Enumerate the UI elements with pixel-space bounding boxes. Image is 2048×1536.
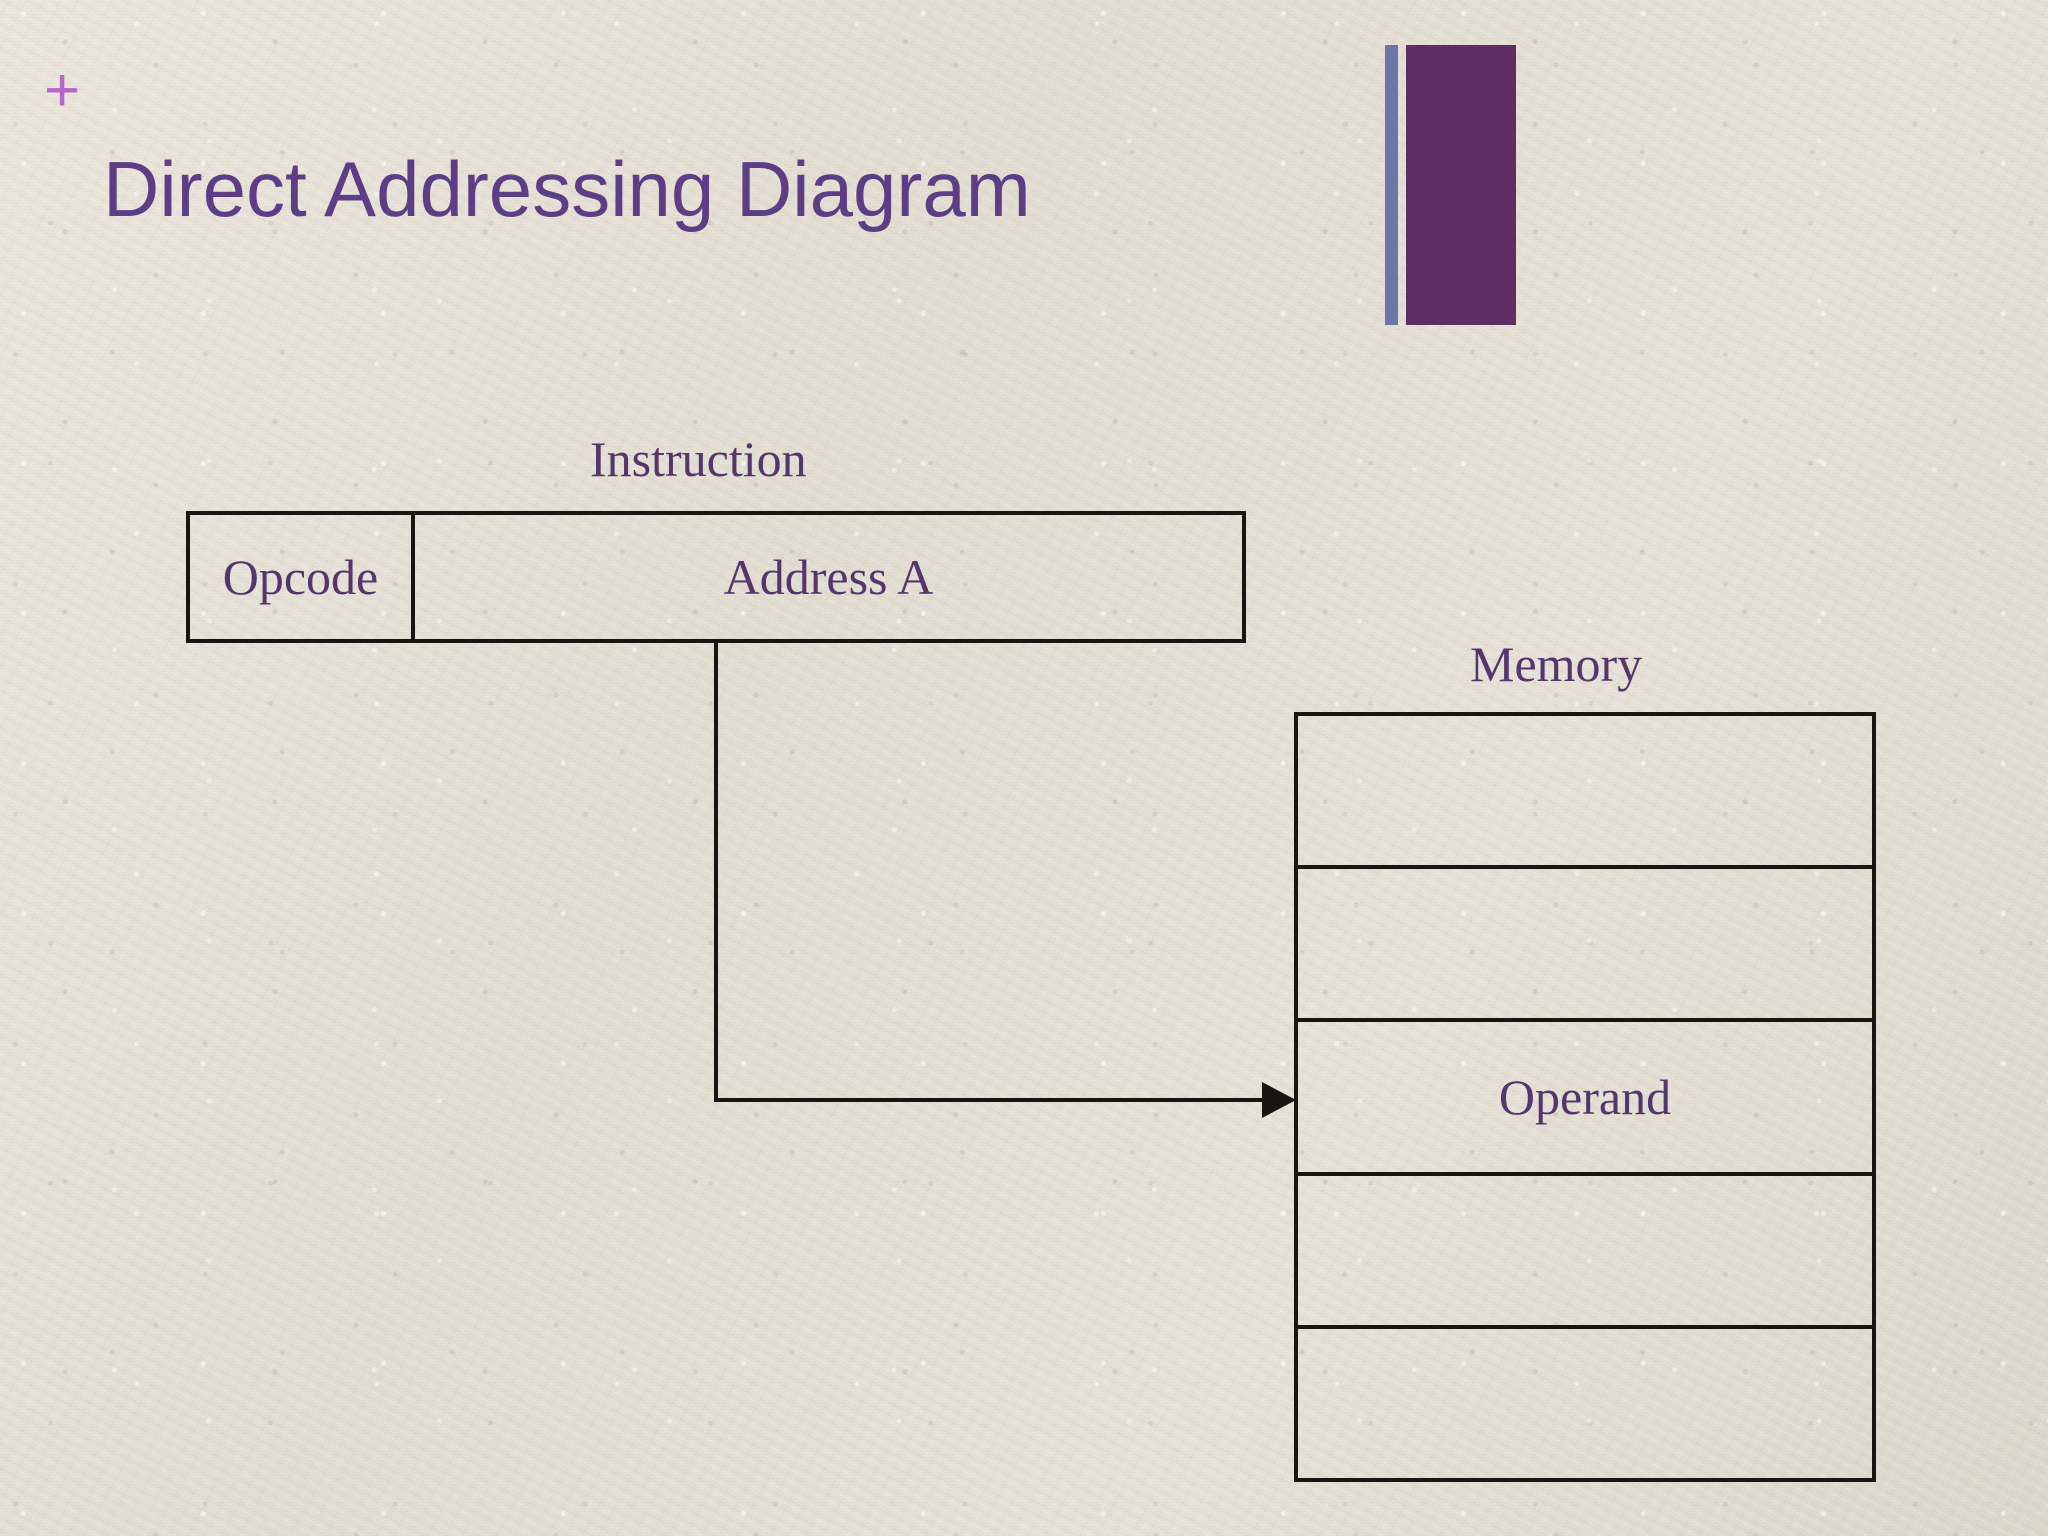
memory-cell [1298, 869, 1872, 1023]
memory-cell-operand: Operand [1298, 1022, 1872, 1176]
memory-cell [1298, 716, 1872, 870]
decorative-purple-block [1406, 45, 1516, 325]
instruction-field-address-label: Address A [723, 549, 934, 605]
plus-icon: + [44, 56, 81, 125]
connector-vertical-line [714, 643, 718, 1102]
memory-cell [1298, 1176, 1872, 1329]
memory-label: Memory [1470, 636, 1643, 692]
instruction-field-opcode: Opcode [190, 515, 415, 639]
instruction-field-address: Address A [415, 515, 1242, 639]
memory-cell [1298, 1329, 1872, 1478]
instruction-label: Instruction [590, 431, 807, 487]
page-title: Direct Addressing Diagram [103, 145, 1031, 234]
memory-box: Operand [1294, 712, 1876, 1482]
connector-arrowhead-icon [1262, 1082, 1296, 1118]
instruction-box: Opcode Address A [186, 511, 1246, 643]
decorative-thin-bar [1385, 45, 1398, 325]
connector-horizontal-line [714, 1098, 1270, 1102]
instruction-field-opcode-label: Opcode [222, 549, 379, 605]
memory-cell-label: Operand [1498, 1069, 1672, 1125]
